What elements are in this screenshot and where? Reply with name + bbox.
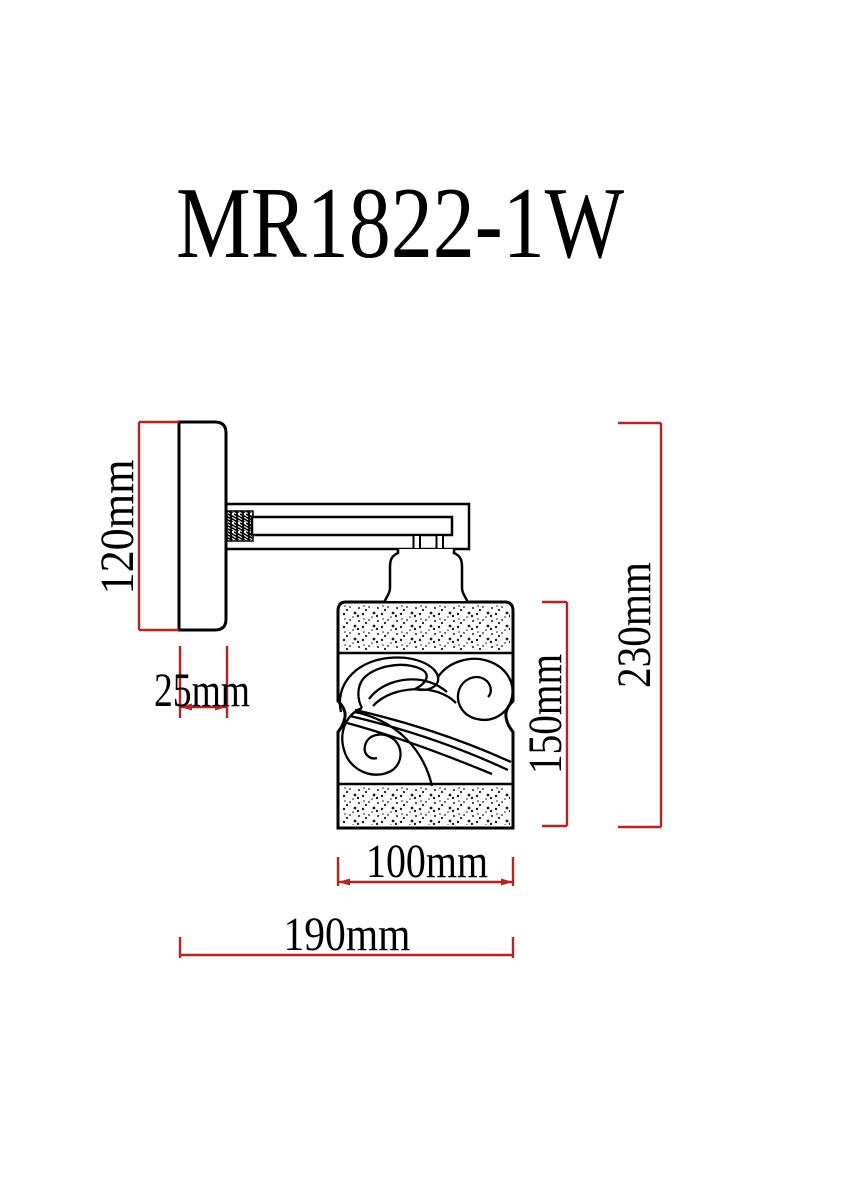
- shade-ornament-swirl: [338, 656, 514, 787]
- dim-label-shade-height: 150mm: [519, 654, 572, 774]
- product-title: MR1822-1W: [176, 167, 625, 280]
- shade-bottom-texture-band: [341, 787, 510, 825]
- threaded-screw: [226, 510, 254, 542]
- lamp-holder-right-edge: [452, 549, 469, 602]
- dim-label-overall-depth: 190mm: [284, 908, 411, 961]
- arm-rod: [250, 515, 454, 537]
- dim-line-plate-depth: [178, 646, 229, 718]
- dim-label-plate-height: 120mm: [91, 460, 144, 595]
- wall-plate: [177, 420, 228, 632]
- dim-line-plate-height: [137, 420, 179, 632]
- dim-line-shade-width: [336, 857, 515, 886]
- lamp-holder-left-edge: [383, 549, 400, 602]
- arm-connector-left: [412, 534, 421, 550]
- dim-label-plate-depth: 25mm: [154, 664, 250, 717]
- dim-label-shade-width: 100mm: [366, 835, 488, 888]
- shade-top-texture-band: [341, 605, 510, 650]
- dim-line-shade-height: [542, 600, 569, 828]
- lamp-holder: [385, 549, 467, 601]
- dim-line-overall-depth: [178, 937, 515, 958]
- arm-connector-right: [435, 534, 444, 550]
- lamp-linework: [177, 420, 515, 830]
- dim-line-overall-height: [618, 421, 663, 829]
- dimension-lines: [137, 420, 663, 958]
- dim-label-overall-height: 230mm: [608, 562, 661, 688]
